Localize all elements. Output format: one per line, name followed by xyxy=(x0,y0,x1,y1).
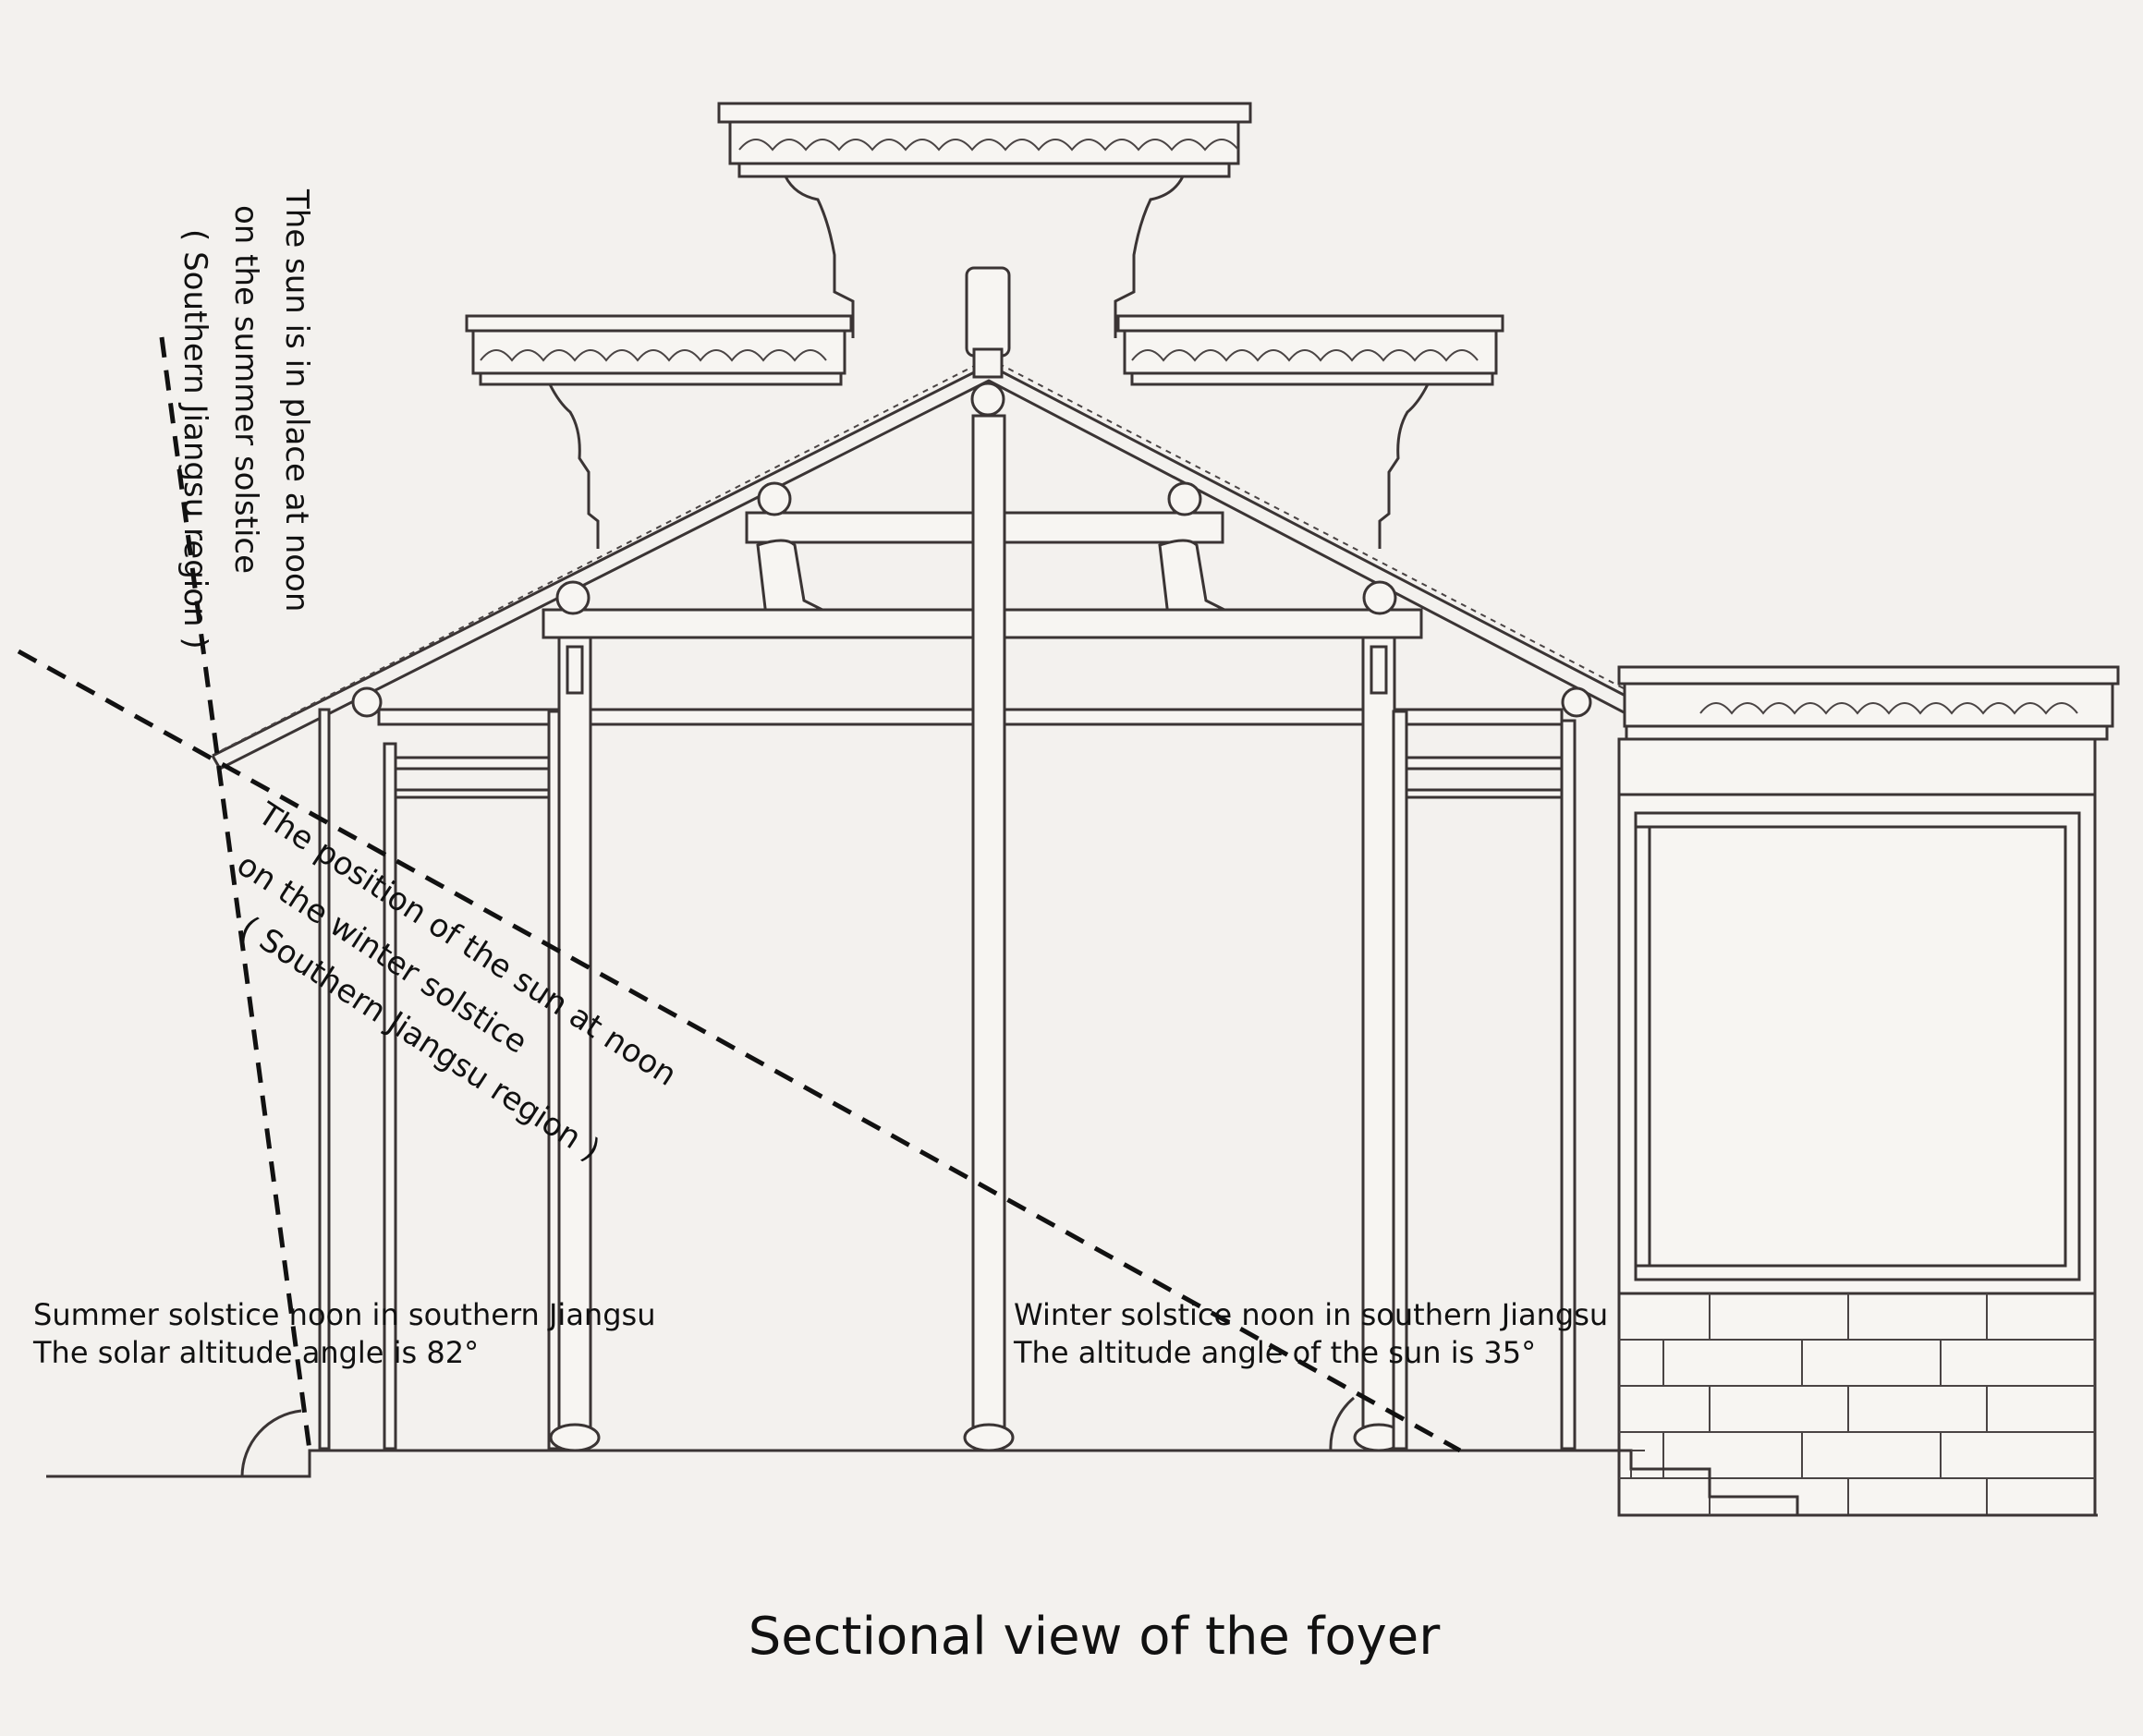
middle-roof-eave-left xyxy=(465,314,853,549)
winter-angle-note-line1: Winter solstice noon in southern Jiangsu xyxy=(1014,1297,1608,1332)
ridge-finial xyxy=(965,266,1011,417)
winter-angle-arc xyxy=(1329,1396,1355,1451)
right-annex xyxy=(1617,665,2120,1517)
winter-sun-ray xyxy=(17,649,1462,1453)
summer-sun-label-line2: on the summer solstice xyxy=(227,205,264,574)
sun-ray-lines xyxy=(17,336,1462,1453)
diagram-title: Sectional view of the foyer xyxy=(749,1607,1442,1667)
upper-roof-eave xyxy=(717,102,1252,338)
winter-angle-note: Winter solstice noon in southern Jiangsu… xyxy=(1013,1297,1608,1370)
ground-line xyxy=(46,1449,2098,1517)
middle-roof-eave-right xyxy=(1116,314,1504,549)
summer-sun-ray xyxy=(159,336,312,1451)
summer-angle-note-line2: The solar altitude angle is 82° xyxy=(32,1335,479,1370)
roof-truss-beams xyxy=(351,481,1592,726)
summer-angle-note: Summer solstice noon in southern Jiangsu… xyxy=(32,1297,655,1370)
summer-angle-note-line1: Summer solstice noon in southern Jiangsu xyxy=(33,1297,655,1332)
winter-angle-note-line2: The altitude angle of the sun is 35° xyxy=(1013,1335,1536,1370)
summer-sun-label-line3: ( Southern Jiangsu region ) xyxy=(177,229,213,649)
summer-sun-label-line1: The sun is in place at noon xyxy=(278,188,315,612)
summer-sun-label: The sun is in place at noon on the summe… xyxy=(177,188,315,649)
columns xyxy=(318,414,1577,1452)
main-roof xyxy=(211,358,1693,771)
angle-markers xyxy=(240,1396,1355,1477)
summer-angle-arc xyxy=(240,1409,302,1477)
